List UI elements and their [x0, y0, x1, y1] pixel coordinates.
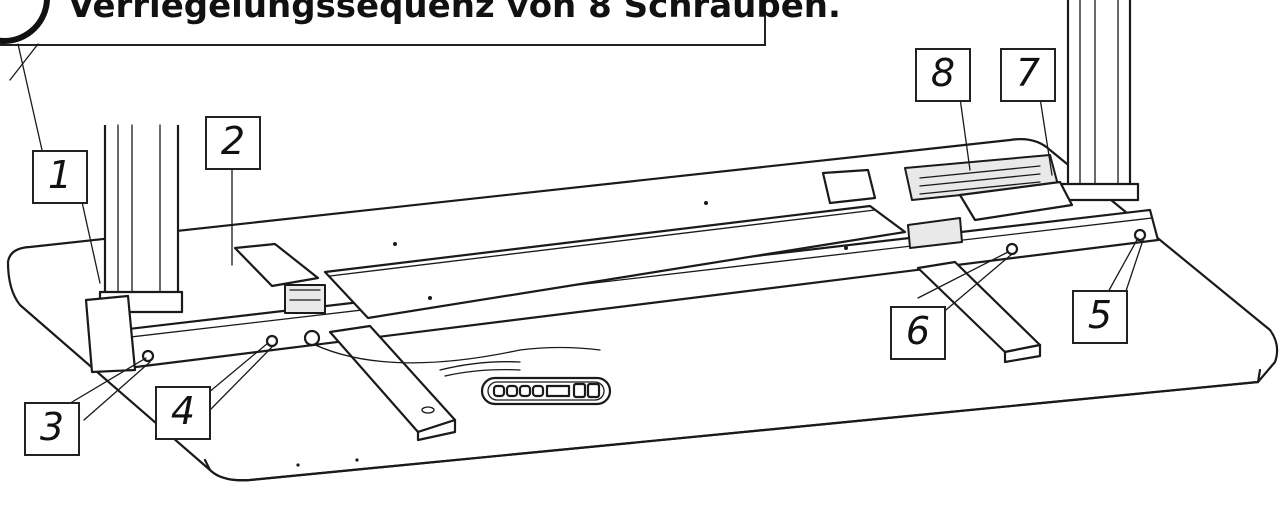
- screw-hole-4: [265, 334, 279, 348]
- screw-hole-5: [1133, 228, 1147, 242]
- header-leader: [9, 43, 43, 151]
- left-front-foot: [328, 324, 457, 442]
- instruction-text: Verriegelungssequenz von 8 Schrauben.: [68, 0, 841, 26]
- cable-coil: [439, 361, 521, 377]
- cable-grommet: [303, 329, 321, 347]
- right-motor-block: [904, 154, 1074, 249]
- callout-3: 3: [24, 402, 80, 456]
- callout-7: 7: [1000, 48, 1056, 102]
- screw-hole-6: [1005, 242, 1019, 256]
- front-crossbar: [84, 208, 1160, 374]
- right-front-foot: [916, 260, 1042, 364]
- callout-6: 6: [890, 306, 946, 360]
- callout-5: 5: [1072, 290, 1128, 344]
- cable: [304, 339, 601, 364]
- left-rear-foot: [233, 242, 320, 288]
- right-leg: [1060, 0, 1140, 202]
- handset-controller: [480, 376, 612, 406]
- callout-1: 1: [32, 150, 88, 204]
- left-motor-block: [284, 284, 326, 314]
- instruction-box: [0, 0, 766, 46]
- callout-4: 4: [155, 386, 211, 440]
- center-plate: [323, 201, 907, 320]
- left-leg: [98, 124, 184, 314]
- callout-8: 8: [915, 48, 971, 102]
- right-rear-foot: [821, 168, 877, 205]
- callout-2: 2: [205, 116, 261, 170]
